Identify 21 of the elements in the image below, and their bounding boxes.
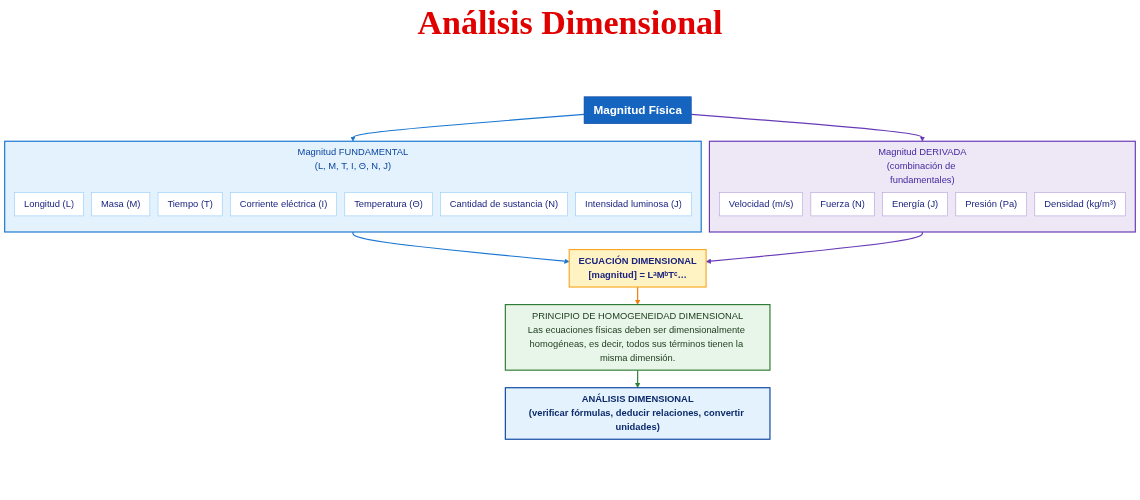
node-box: Tiempo (T) bbox=[157, 192, 223, 217]
node-box: Presión (Pa) bbox=[955, 192, 1027, 217]
arrow bbox=[350, 113, 585, 142]
node-box: PRINCIPIO DE HOMOGENEIDAD DIMENSIONAL Las ecuaciones físicas deben ser dimensionalmente homogéneas, es decir, todos sus términos tienen la misma dimensión. bbox=[504, 304, 771, 371]
node-box: Cantidad de sustancia (N) bbox=[440, 192, 568, 217]
node-box: Densidad (kg/m³) bbox=[1034, 192, 1126, 217]
node-box: Temperatura (Θ) bbox=[344, 192, 433, 217]
node-box: ANÁLISIS DIMENSIONAL (verificar fórmulas, deducir relaciones, convertir unidades) bbox=[504, 387, 771, 440]
node-box: Velocidad (m/s) bbox=[719, 192, 803, 217]
node-box: Longitud (L) bbox=[14, 192, 84, 217]
node-box: Masa (M) bbox=[91, 192, 151, 217]
diagram-title: Análisis Dimensional bbox=[416, 4, 724, 42]
arrow bbox=[352, 231, 570, 264]
node-box: Energía (J) bbox=[882, 192, 948, 217]
node-box: Intensidad luminosa (J) bbox=[575, 192, 692, 217]
arrow bbox=[690, 113, 925, 142]
node-box: ECUACIÓN DIMENSIONAL [magnitud] = LᵃMᵇTᶜ… bbox=[568, 248, 707, 288]
arrow bbox=[635, 286, 641, 305]
node-box: Fuerza (N) bbox=[810, 192, 875, 217]
node-box: Corriente eléctrica (I) bbox=[230, 192, 337, 217]
node-box: Magnitud Física bbox=[583, 96, 692, 124]
